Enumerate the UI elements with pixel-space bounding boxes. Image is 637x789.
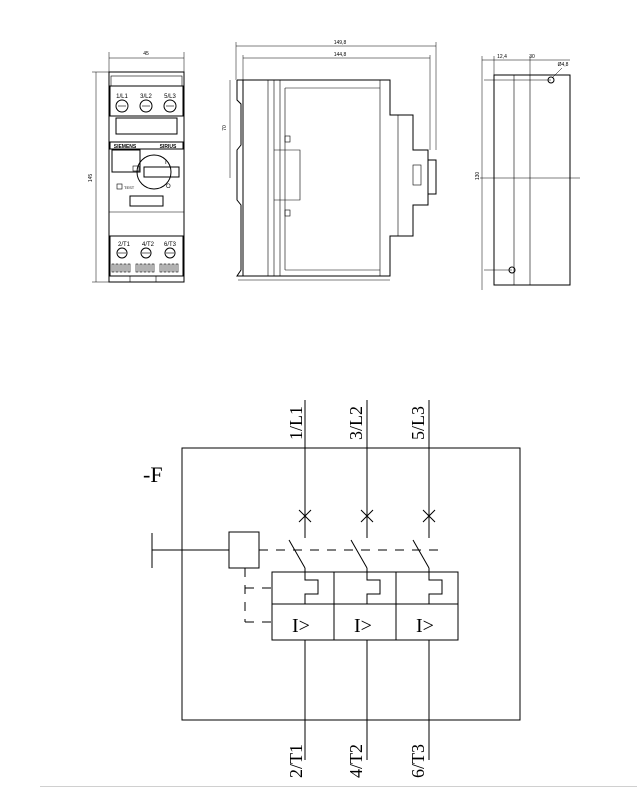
side-view: 149,8 144,8 70 (222, 40, 437, 281)
output-label-2: 4/T2 (346, 744, 366, 778)
input-label-2: 3/L2 (346, 406, 366, 440)
output-label-1: 2/T1 (286, 744, 306, 778)
mount-dim-a: 12,4 (497, 54, 507, 60)
front-terminal-top-3: 5/L3 (164, 94, 176, 100)
input-label-1: 1/L1 (286, 406, 306, 440)
trip-symbol-2: I> (354, 615, 372, 637)
front-terminal-bottom-3: 6/T3 (164, 242, 177, 248)
device-designation: -F (143, 462, 163, 487)
side-total-dim: 149,8 (334, 40, 347, 46)
front-terminal-bottom-2: 4/T2 (142, 242, 155, 248)
mount-dim-hole: Ø4,8 (558, 62, 569, 68)
front-terminal-top-2: 3/L2 (140, 94, 152, 100)
schematic: -F 1/L1 3/L2 5/L3 2/T1 4/T2 6/T3 (143, 400, 521, 778)
side-body-dim: 144,8 (334, 52, 347, 58)
mounting-view: 12,4 30 Ø4,8 130 (475, 54, 580, 290)
front-marking-i: I (165, 160, 167, 166)
front-width-dim: 45 (143, 51, 149, 57)
front-view: 45 145 1/L1 3/L2 5/L3 SIEMENS SIRIUS I O (88, 51, 185, 283)
page-bottom-rule (40, 786, 637, 787)
trip-symbol-1: I> (292, 615, 310, 637)
side-left-dim: 70 (222, 125, 228, 131)
mount-height-dim: 130 (475, 172, 481, 181)
mount-dim-b: 30 (529, 54, 535, 60)
front-test-label: TEST (124, 185, 135, 190)
output-label-3: 6/T3 (408, 744, 428, 778)
input-label-3: 5/L3 (408, 406, 428, 440)
front-terminal-bottom-1: 2/T1 (118, 242, 131, 248)
front-brand: SIEMENS (114, 144, 137, 150)
front-product: SIRIUS (160, 144, 177, 150)
front-height-dim: 145 (88, 174, 94, 183)
front-marking-o: O (166, 184, 171, 190)
trip-symbol-3: I> (416, 615, 434, 637)
front-terminal-top-1: 1/L1 (116, 94, 128, 100)
